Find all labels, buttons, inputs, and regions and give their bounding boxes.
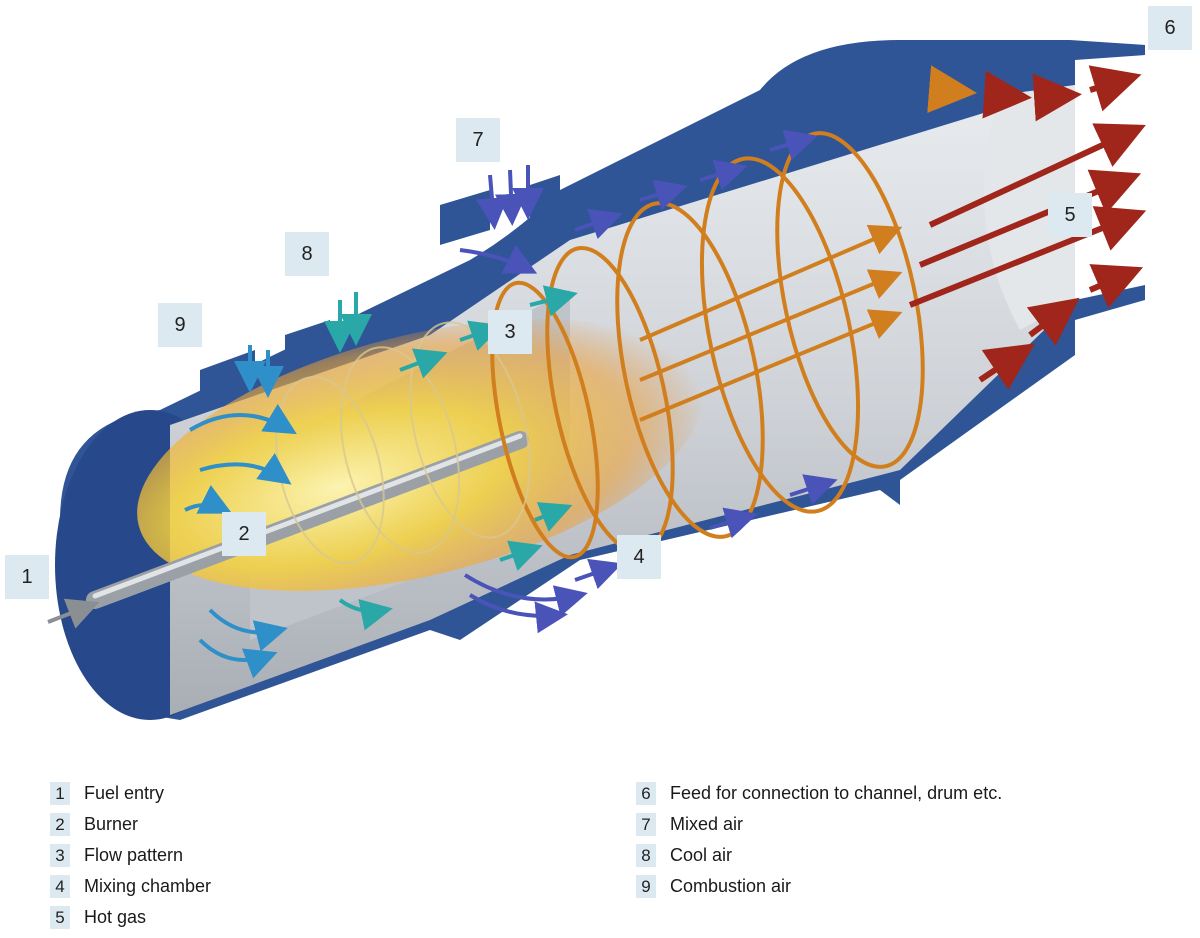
callout-6: 6: [1148, 6, 1192, 50]
legend-number: 3: [50, 844, 70, 867]
callout-3: 3: [488, 310, 532, 354]
legend-label: Hot gas: [84, 907, 147, 927]
cool-air-flow: [324, 285, 578, 631]
legend-item: 2 Burner: [50, 811, 211, 838]
burner-cutaway-diagram: [47, 40, 1147, 720]
callout-9: 9: [158, 303, 202, 347]
legend-label: Feed for connection to channel, drum etc…: [670, 783, 1003, 803]
legend-number: 4: [50, 875, 70, 898]
legend-item: 4 Mixing chamber: [50, 873, 211, 900]
legend-item: 5 Hot gas: [50, 904, 211, 931]
combustion-air-flow: [184, 345, 297, 679]
legend-item: 1 Fuel entry: [50, 780, 211, 807]
legend-label: Flow pattern: [84, 845, 184, 865]
legend-number: 5: [50, 906, 70, 929]
legend-label: Fuel entry: [84, 783, 165, 803]
legend-label: Mixed air: [670, 814, 744, 834]
legend-number: 2: [50, 813, 70, 836]
callout-7: 7: [456, 118, 500, 162]
legend-label: Cool air: [670, 845, 733, 865]
callout-1: 1: [5, 555, 49, 599]
legend-right: 6 Feed for connection to channel, drum e…: [636, 780, 1002, 904]
legend-label: Burner: [84, 814, 139, 834]
callout-5: 5: [1048, 193, 1092, 237]
fuel-lance: [47, 431, 529, 629]
legend-label: Mixing chamber: [84, 876, 212, 896]
callout-4: 4: [617, 535, 661, 579]
legend-number: 7: [636, 813, 656, 836]
legend-item: 8 Cool air: [636, 842, 1002, 869]
legend-item: 7 Mixed air: [636, 811, 1002, 838]
legend-label: Combustion air: [670, 876, 792, 896]
mixed-air-flow: [459, 129, 838, 634]
callout-2: 2: [222, 512, 266, 556]
legend-item: 6 Feed for connection to channel, drum e…: [636, 780, 1002, 807]
legend-item: 9 Combustion air: [636, 873, 1002, 900]
legend-number: 9: [636, 875, 656, 898]
legend-number: 1: [50, 782, 70, 805]
callout-8: 8: [285, 232, 329, 276]
hot-gas-flow: [908, 65, 1147, 390]
legend-item: 3 Flow pattern: [50, 842, 211, 869]
legend-number: 6: [636, 782, 656, 805]
legend-left: 1 Fuel entry 2 Burner 3 Flow pattern 4 M…: [50, 780, 211, 935]
legend-number: 8: [636, 844, 656, 867]
